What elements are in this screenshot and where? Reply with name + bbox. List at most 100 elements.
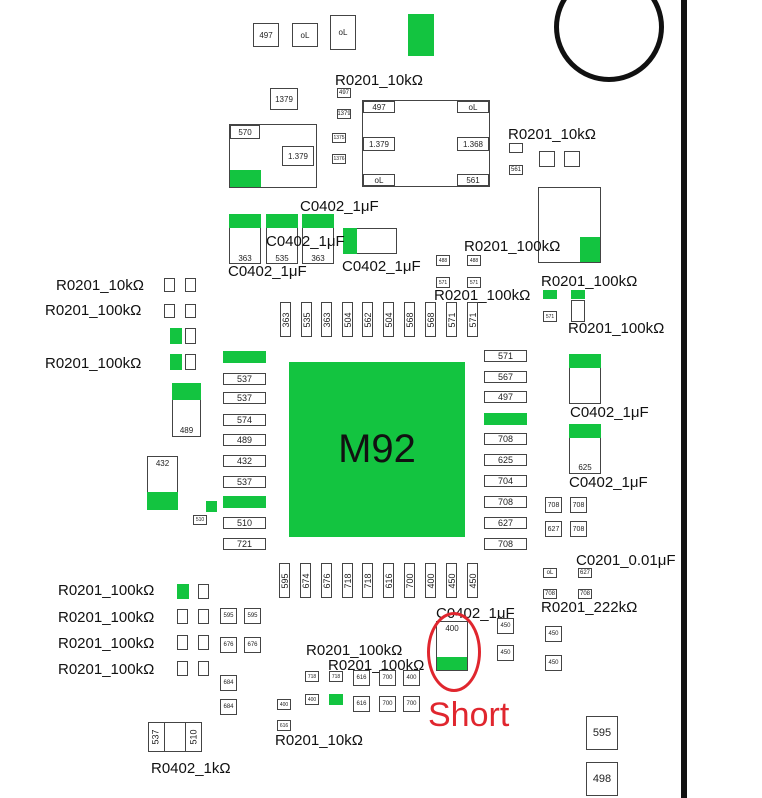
pin-right: 627 (484, 517, 527, 529)
part-497-small: 497 (337, 88, 351, 98)
part-bl1b (198, 584, 209, 599)
part-ol-2: oL (330, 15, 356, 50)
part-627: 627 (545, 521, 562, 537)
part-l4b (185, 354, 196, 370)
pad-green-r2 (571, 290, 585, 299)
part-1376: 1376 (332, 154, 346, 164)
res-r0402-pad-left: 537 (148, 722, 165, 752)
label-c-0201: C0201_0.01μF (576, 552, 676, 569)
label-c-right-1: C0402_1μF (570, 404, 649, 421)
pad-green-1365 (580, 237, 600, 262)
label-r-100k-right-2: R0201_100kΩ (568, 320, 665, 337)
part-571-c: 571 (543, 311, 557, 322)
part-450-d: 450 (545, 655, 562, 671)
pin-left: 574 (223, 414, 266, 426)
pin-top: 568 (425, 302, 436, 337)
part-bl4a (177, 661, 188, 676)
part-676-a: 676 (220, 637, 237, 653)
label-c-right-2: C0402_1μF (569, 474, 648, 491)
chip-m92[interactable]: M92 (289, 362, 465, 537)
pad-empty-1 (539, 151, 555, 167)
label-c-mid: C0402_1μF (342, 258, 421, 275)
pin-top: 504 (342, 302, 353, 337)
pin-left: 537 (223, 373, 266, 385)
part-510-small: 510 (193, 515, 207, 525)
pin-bottom: 450 (446, 563, 457, 598)
pin-top: 568 (404, 302, 415, 337)
pad-green-718 (329, 694, 343, 705)
pin-right (484, 413, 527, 425)
label-r-222k: R0201_222kΩ (541, 599, 638, 616)
pin-right: 625 (484, 454, 527, 466)
part-595-big: 595 (586, 716, 618, 750)
label-c-top: C0402_1μF (300, 198, 379, 215)
pin-right: 567 (484, 371, 527, 383)
part-bl4b (198, 661, 209, 676)
pin-top: 571 (467, 302, 478, 337)
part-561-small: 561 (509, 165, 523, 175)
part-708-b: 708 (570, 497, 587, 513)
part-708-a: 708 (545, 497, 562, 513)
pin-right: 571 (484, 350, 527, 362)
label-r-bl-3: R0201_100kΩ (58, 635, 155, 652)
label-c-left-2: C0402_1μF (228, 263, 307, 280)
res-r0402-pad-right: 510 (185, 722, 202, 752)
part-bl3a (177, 635, 188, 650)
part-700-c: 700 (403, 696, 420, 712)
label-r-bot-2: R0201_100kΩ (328, 657, 425, 674)
board-edge-line (681, 0, 687, 798)
part-bl3b (198, 635, 209, 650)
label-r-bot-1: R0201_100kΩ (306, 642, 403, 659)
cap-432-label: 432 (148, 457, 177, 469)
part-450-b: 450 (497, 645, 514, 661)
part-595-b: 595 (244, 608, 261, 624)
ind-pad-ol-a: oL (457, 101, 489, 113)
part-l2a (164, 304, 175, 318)
cap-535-label: 535 (267, 253, 297, 263)
part-616-a: 616 (353, 670, 370, 686)
part-1379-small: 1379 (337, 109, 351, 119)
part-616-c: 616 (277, 720, 291, 731)
pin-bottom: 400 (425, 563, 436, 598)
label-r-left-100k-2: R0201_100kΩ (45, 355, 142, 372)
cap-489-pad (172, 383, 201, 400)
part-488-b: 488 (467, 255, 481, 266)
cap-625-pad (569, 424, 601, 438)
part-708-c: 708 (570, 521, 587, 537)
cap-489-label: 489 (173, 425, 200, 436)
label-r-top-right: R0201_10kΩ (508, 126, 596, 143)
pin-left: 510 (223, 517, 266, 529)
label-r-bl-2: R0201_100kΩ (58, 609, 155, 626)
cap-363-label: 363 (230, 253, 260, 263)
part-571-b: 571 (467, 277, 481, 288)
pad-empty-2 (564, 151, 580, 167)
pin-right: 708 (484, 433, 527, 445)
pin-top: 504 (383, 302, 394, 337)
pin-top: 562 (362, 302, 373, 337)
pad-green-l3 (170, 328, 182, 344)
res-pad-left-value: 537 (151, 729, 161, 745)
part-1375: 1375 (332, 133, 346, 143)
label-r-left-100k-1: R0201_100kΩ (45, 302, 142, 319)
part-718-b: 718 (329, 671, 343, 682)
part-497-top: 497 (253, 23, 279, 47)
cap-535-pad (266, 214, 298, 228)
pin-left: 721 (223, 538, 266, 550)
pad-1379-block: 1.379 (282, 146, 314, 166)
label-r-100k-2: R0201_100kΩ (434, 287, 531, 304)
part-bl2a (177, 609, 188, 624)
pin-left: 537 (223, 476, 266, 488)
pin-left: 489 (223, 434, 266, 446)
part-700-b: 700 (379, 696, 396, 712)
short-circle (427, 612, 481, 692)
res-pad-right-value: 510 (189, 729, 199, 745)
pin-top: 363 (321, 302, 332, 337)
mounting-hole (554, 0, 664, 82)
ind-pad-ol-b: oL (363, 174, 395, 186)
pad-green-r1 (543, 290, 557, 299)
part-684-a: 684 (220, 675, 237, 691)
pin-bottom: 450 (467, 563, 478, 598)
cap-625-label: 625 (570, 462, 600, 473)
ind-pad-1368: 1.368 (457, 137, 489, 151)
part-450-c: 450 (545, 626, 562, 642)
